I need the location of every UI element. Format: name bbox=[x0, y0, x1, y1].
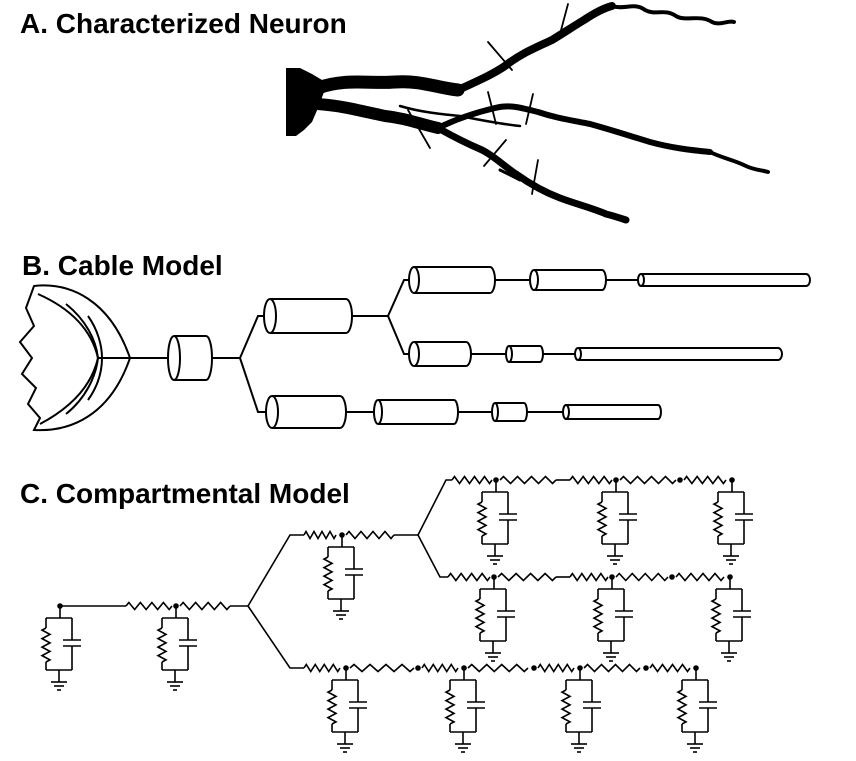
membrane-resistor bbox=[156, 627, 168, 663]
axial-resistor bbox=[615, 572, 669, 582]
cable-compartment-proximal bbox=[167, 335, 213, 381]
rc-compartment bbox=[156, 606, 197, 691]
rc-compartment bbox=[322, 535, 363, 620]
axial-resistor bbox=[537, 663, 575, 673]
membrane-resistor bbox=[560, 689, 572, 725]
dendrite-lower bbox=[434, 124, 630, 224]
branch-line bbox=[247, 605, 304, 669]
axial-resistor bbox=[619, 475, 677, 485]
node-dot bbox=[677, 477, 683, 483]
membrane-resistor bbox=[476, 501, 488, 537]
cable-model bbox=[18, 266, 811, 432]
node-dot bbox=[669, 574, 675, 580]
rc-compartment bbox=[676, 668, 717, 753]
compartmental-circuit bbox=[40, 475, 753, 753]
axial-resistor bbox=[649, 663, 691, 673]
axial-resistor bbox=[497, 572, 557, 582]
panel-a-title: A. Characterized Neuron bbox=[20, 8, 347, 39]
rc-compartment bbox=[476, 480, 517, 565]
rc-compartment bbox=[592, 577, 633, 662]
membrane-resistor bbox=[710, 598, 722, 634]
axial-resistor bbox=[451, 475, 493, 485]
rc-compartment bbox=[560, 668, 601, 753]
membrane-resistor bbox=[444, 689, 456, 725]
membrane-resistor bbox=[592, 598, 604, 634]
dendrite-upper bbox=[454, 2, 616, 94]
axial-resistor bbox=[125, 601, 173, 611]
rc-compartment bbox=[326, 668, 367, 753]
panel-c-title: C. Compartmental Model bbox=[20, 478, 350, 509]
axial-resistor bbox=[447, 572, 491, 582]
rc-compartment bbox=[474, 577, 515, 662]
rc-compartment bbox=[40, 606, 81, 691]
cable-compartment-upper bbox=[263, 298, 353, 334]
cable-branch-lower bbox=[265, 395, 662, 429]
compartment-tick-marks bbox=[407, 3, 569, 195]
rc-compartment bbox=[596, 480, 637, 565]
axial-resistor bbox=[569, 475, 613, 485]
membrane-resistor bbox=[40, 627, 52, 663]
cable-branch-middle bbox=[408, 341, 783, 367]
axial-resistor bbox=[683, 475, 727, 485]
axial-resistor bbox=[499, 475, 557, 485]
axial-resistor bbox=[179, 601, 231, 611]
node-dot bbox=[531, 665, 537, 671]
node-dot bbox=[643, 665, 649, 671]
axial-resistor bbox=[467, 663, 529, 673]
branch-line bbox=[247, 534, 304, 607]
rc-compartment bbox=[710, 577, 751, 662]
axial-resistor bbox=[675, 572, 725, 582]
neuron-drawing bbox=[286, 2, 770, 224]
node-dot bbox=[415, 665, 421, 671]
branch-line bbox=[417, 534, 448, 578]
cable-branch-top bbox=[408, 266, 811, 294]
panel-b-title: B. Cable Model bbox=[22, 250, 223, 281]
dendrite-middle bbox=[435, 103, 713, 155]
rc-compartment bbox=[712, 480, 753, 565]
membrane-resistor bbox=[596, 501, 608, 537]
axial-resistor bbox=[349, 663, 415, 673]
membrane-resistor bbox=[474, 598, 486, 634]
branch-line bbox=[417, 479, 452, 536]
axial-resistor bbox=[583, 663, 641, 673]
axial-resistor bbox=[345, 530, 395, 540]
axial-resistor bbox=[421, 663, 459, 673]
rc-compartment bbox=[444, 668, 485, 753]
axial-resistor bbox=[569, 572, 609, 582]
membrane-resistor bbox=[322, 556, 334, 592]
axial-resistor bbox=[303, 529, 337, 541]
membrane-resistor bbox=[676, 689, 688, 725]
membrane-resistor bbox=[326, 689, 338, 725]
axial-resistor bbox=[303, 663, 341, 673]
membrane-resistor bbox=[712, 501, 724, 537]
